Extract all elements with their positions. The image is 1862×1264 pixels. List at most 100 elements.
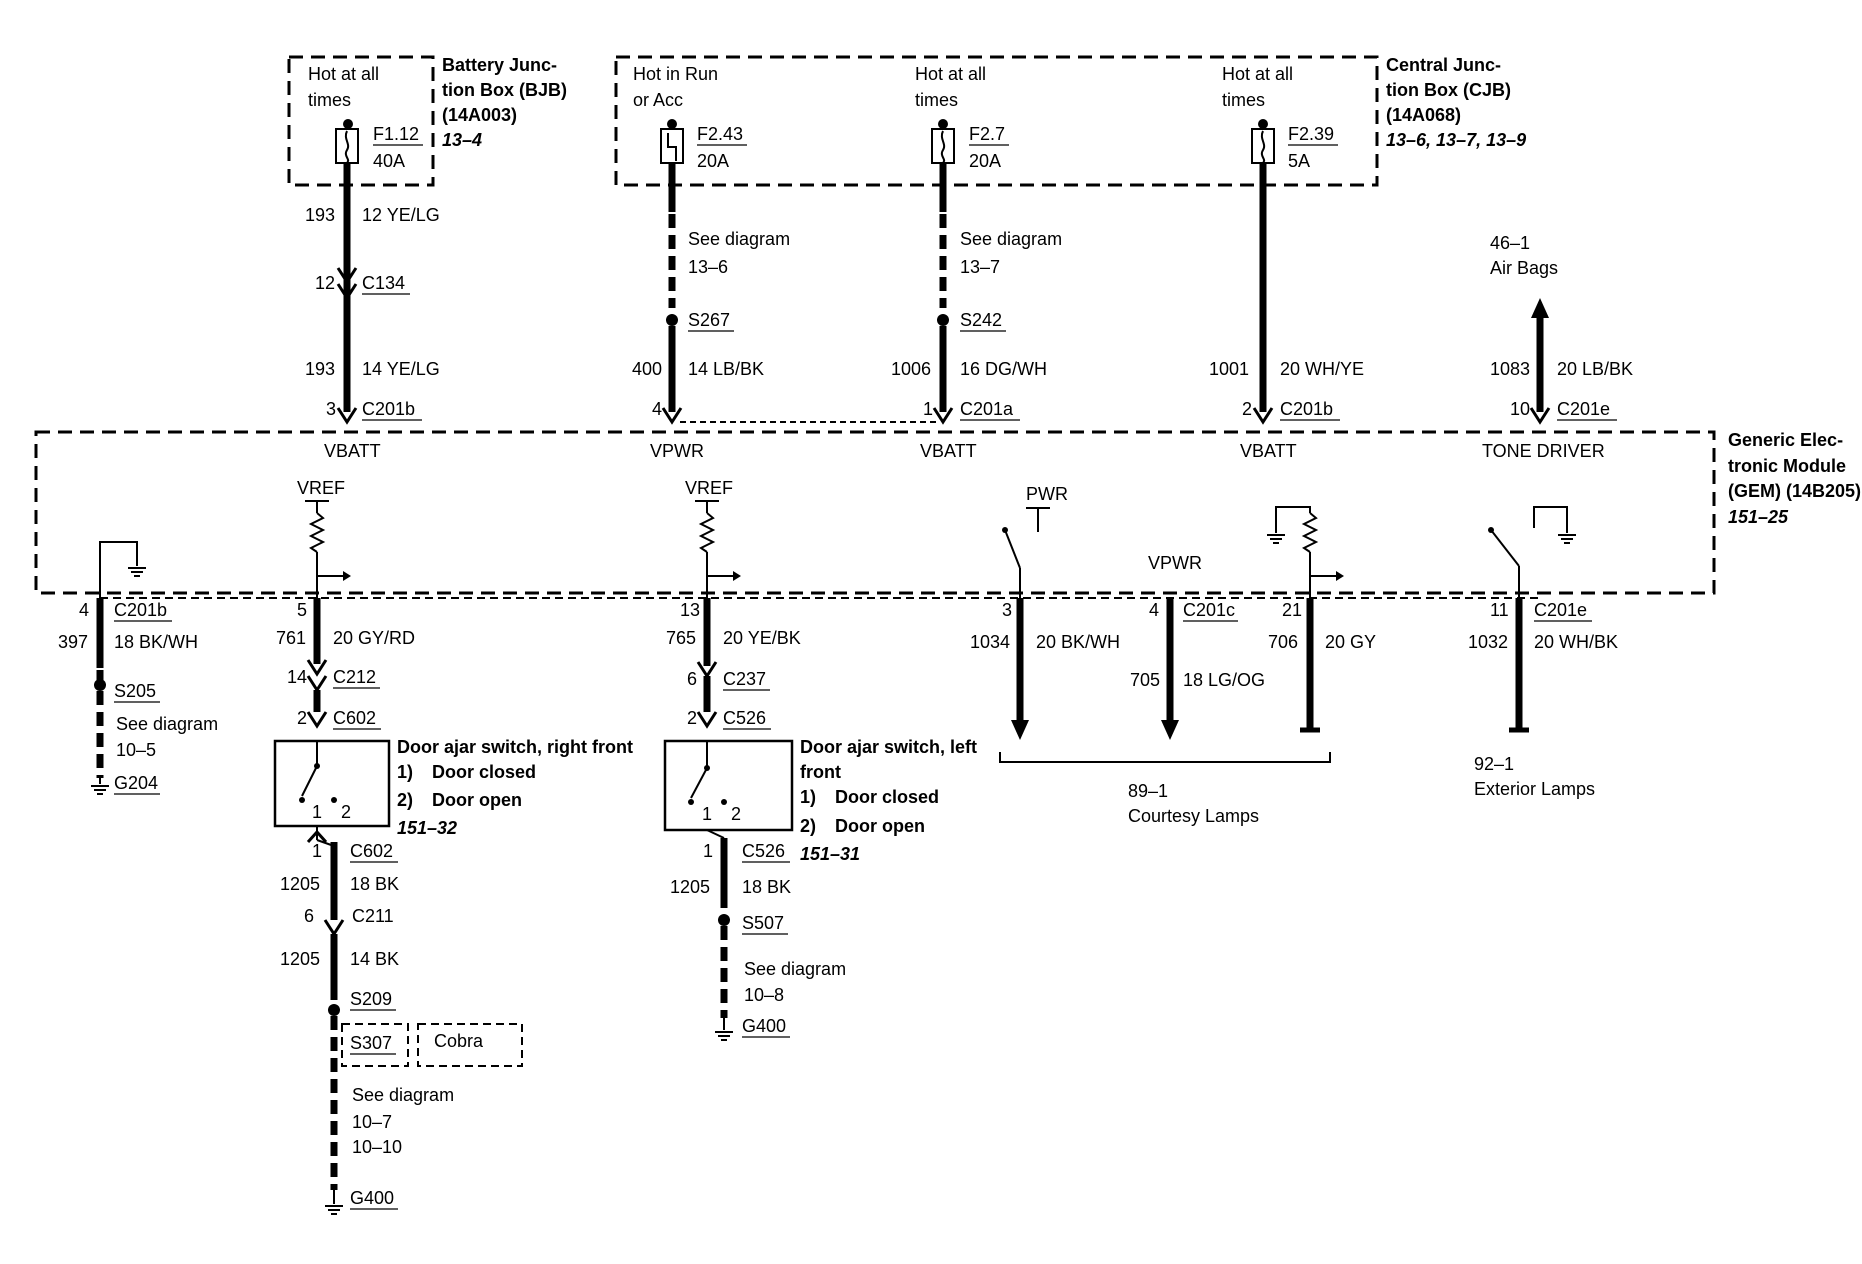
cjb-name-2: tion Box (CJB) xyxy=(1386,80,1511,100)
bjb-name-2: tion Box (BJB) xyxy=(442,80,567,100)
b2-c211: C211 xyxy=(352,906,394,926)
right-door-switch-icon xyxy=(301,765,318,797)
b2-ground: G400 xyxy=(350,1188,394,1208)
bjb-name-1: Battery Junc- xyxy=(442,55,557,75)
b1-ground: G204 xyxy=(114,773,158,793)
pwr-switch-icon xyxy=(1004,529,1021,569)
b2-c602: C602 xyxy=(333,708,376,728)
c4-pin: 2 xyxy=(1242,399,1252,419)
c3-splice: S242 xyxy=(960,310,1002,330)
bjb-ref: 13–4 xyxy=(442,130,482,150)
gem-ref: 151–25 xyxy=(1728,507,1789,527)
door-ajar-switch-right xyxy=(273,739,391,828)
c1-circuit2: 193 xyxy=(305,359,335,379)
exterior-switch-icon xyxy=(1490,529,1520,567)
b4-pinC: 21 xyxy=(1282,600,1302,620)
b1-wire: 18 BK/WH xyxy=(114,632,198,652)
b2-wire2: 18 BK xyxy=(350,874,399,894)
c3-wire: 16 DG/WH xyxy=(960,359,1047,379)
bjb-name-3: (14A003) xyxy=(442,105,517,125)
c1-c134: C134 xyxy=(362,273,405,293)
b5-dest: Exterior Lamps xyxy=(1474,779,1595,799)
c2-splice: S267 xyxy=(688,310,730,330)
g400-ground-icon-2 xyxy=(714,1031,734,1041)
c1-conn: C201b xyxy=(362,399,415,419)
b3-n2: 2) xyxy=(800,816,816,836)
b2-pin602: 2 xyxy=(297,708,307,728)
c3-pin: 1 xyxy=(923,399,933,419)
bjb-box xyxy=(287,55,435,187)
b3-c237: C237 xyxy=(723,669,766,689)
c5-pin: 10 xyxy=(1510,399,1530,419)
b1-ref: 10–5 xyxy=(116,740,156,760)
b3-ref2: 10–8 xyxy=(744,985,784,1005)
cjb-ref: 13–6, 13–7, 13–9 xyxy=(1386,130,1526,150)
cjb-name-3: (14A068) xyxy=(1386,105,1461,125)
b1-conn: C201b xyxy=(114,600,167,620)
b1-splice: S205 xyxy=(114,681,156,701)
b4-wireC: 20 GY xyxy=(1325,632,1376,652)
b2-pin: 5 xyxy=(297,600,307,620)
courtesy-arrow-icon-2 xyxy=(1161,720,1179,740)
b3-pin: 13 xyxy=(680,600,700,620)
b3-ref: 151–31 xyxy=(800,844,860,864)
b3-ground: G400 xyxy=(742,1016,786,1036)
cjb-name-1: Central Junc- xyxy=(1386,55,1501,75)
cjb-f2-hot-1: Hot at all xyxy=(915,64,986,84)
b2-outconn: C602 xyxy=(350,841,393,861)
cjb-f3-hot-2: times xyxy=(1222,90,1265,110)
bjb-fuse-amps: 40A xyxy=(373,151,405,171)
b2-n2: 2) xyxy=(397,790,413,810)
left-door-switch-icon xyxy=(690,767,708,799)
c2-wire: 14 LB/BK xyxy=(688,359,764,379)
c1-wire: 12 YE/LG xyxy=(362,205,440,225)
gem-ground-icon-2 xyxy=(1266,534,1286,544)
cjb-f1-amps: 20A xyxy=(697,151,729,171)
b4-pinA: 3 xyxy=(1002,600,1012,620)
c5-circuit: 1083 xyxy=(1490,359,1530,379)
c3-ref: 13–7 xyxy=(960,257,1000,277)
cjb-f3-fuse: F2.39 xyxy=(1288,124,1334,144)
b3-sp1: 1 xyxy=(702,804,712,824)
b2-sp2: 2 xyxy=(341,802,351,822)
c3-circuit: 1006 xyxy=(891,359,931,379)
b2-splice1: S209 xyxy=(350,989,392,1009)
cjb-f3-amps: 5A xyxy=(1288,151,1310,171)
c1-pin: 3 xyxy=(326,399,336,419)
b2-pin211: 6 xyxy=(304,906,314,926)
cjb-f3-hot-1: Hot at all xyxy=(1222,64,1293,84)
c3-see: See diagram xyxy=(960,229,1062,249)
b2-see: See diagram xyxy=(352,1085,454,1105)
b2-wire: 20 GY/RD xyxy=(333,628,415,648)
c5-ref: 46–1 xyxy=(1490,233,1530,253)
b3-switch-1: Door ajar switch, left xyxy=(800,737,977,757)
b5-circuit: 1032 xyxy=(1468,632,1508,652)
air-bags-arrow-icon xyxy=(1531,298,1549,318)
b4-pinB: 4 xyxy=(1149,600,1159,620)
b3-wire: 20 YE/BK xyxy=(723,628,801,648)
b5-ref: 92–1 xyxy=(1474,754,1514,774)
b1-circuit: 397 xyxy=(58,632,88,652)
b2-c212: C212 xyxy=(333,667,376,687)
b5-pin: 11 xyxy=(1490,600,1509,620)
c2-ref: 13–6 xyxy=(688,257,728,277)
b3-pin237: 6 xyxy=(687,669,697,689)
b4-wireA: 20 BK/WH xyxy=(1036,632,1120,652)
b3-c526: C526 xyxy=(723,708,766,728)
c1-term: VBATT xyxy=(324,441,381,461)
b2-outpin: 1 xyxy=(312,841,322,861)
b3-sp2: 2 xyxy=(731,804,741,824)
gem-name-1: Generic Elec- xyxy=(1728,430,1843,450)
b4-dest: Courtesy Lamps xyxy=(1128,806,1259,826)
c4-wire: 20 WH/YE xyxy=(1280,359,1364,379)
gem-ground-icon xyxy=(127,567,147,577)
gem-name-3: (GEM) (14B205) xyxy=(1728,481,1861,501)
g204-ground-icon xyxy=(90,785,110,795)
cjb-f1-fuse: F2.43 xyxy=(697,124,743,144)
b4-connB: C201c xyxy=(1183,600,1235,620)
b3-splice: S507 xyxy=(742,913,784,933)
gem-vref-2: VREF xyxy=(685,478,733,498)
b3-opt2: Door open xyxy=(835,816,925,836)
b4-circB: 705 xyxy=(1130,670,1160,690)
